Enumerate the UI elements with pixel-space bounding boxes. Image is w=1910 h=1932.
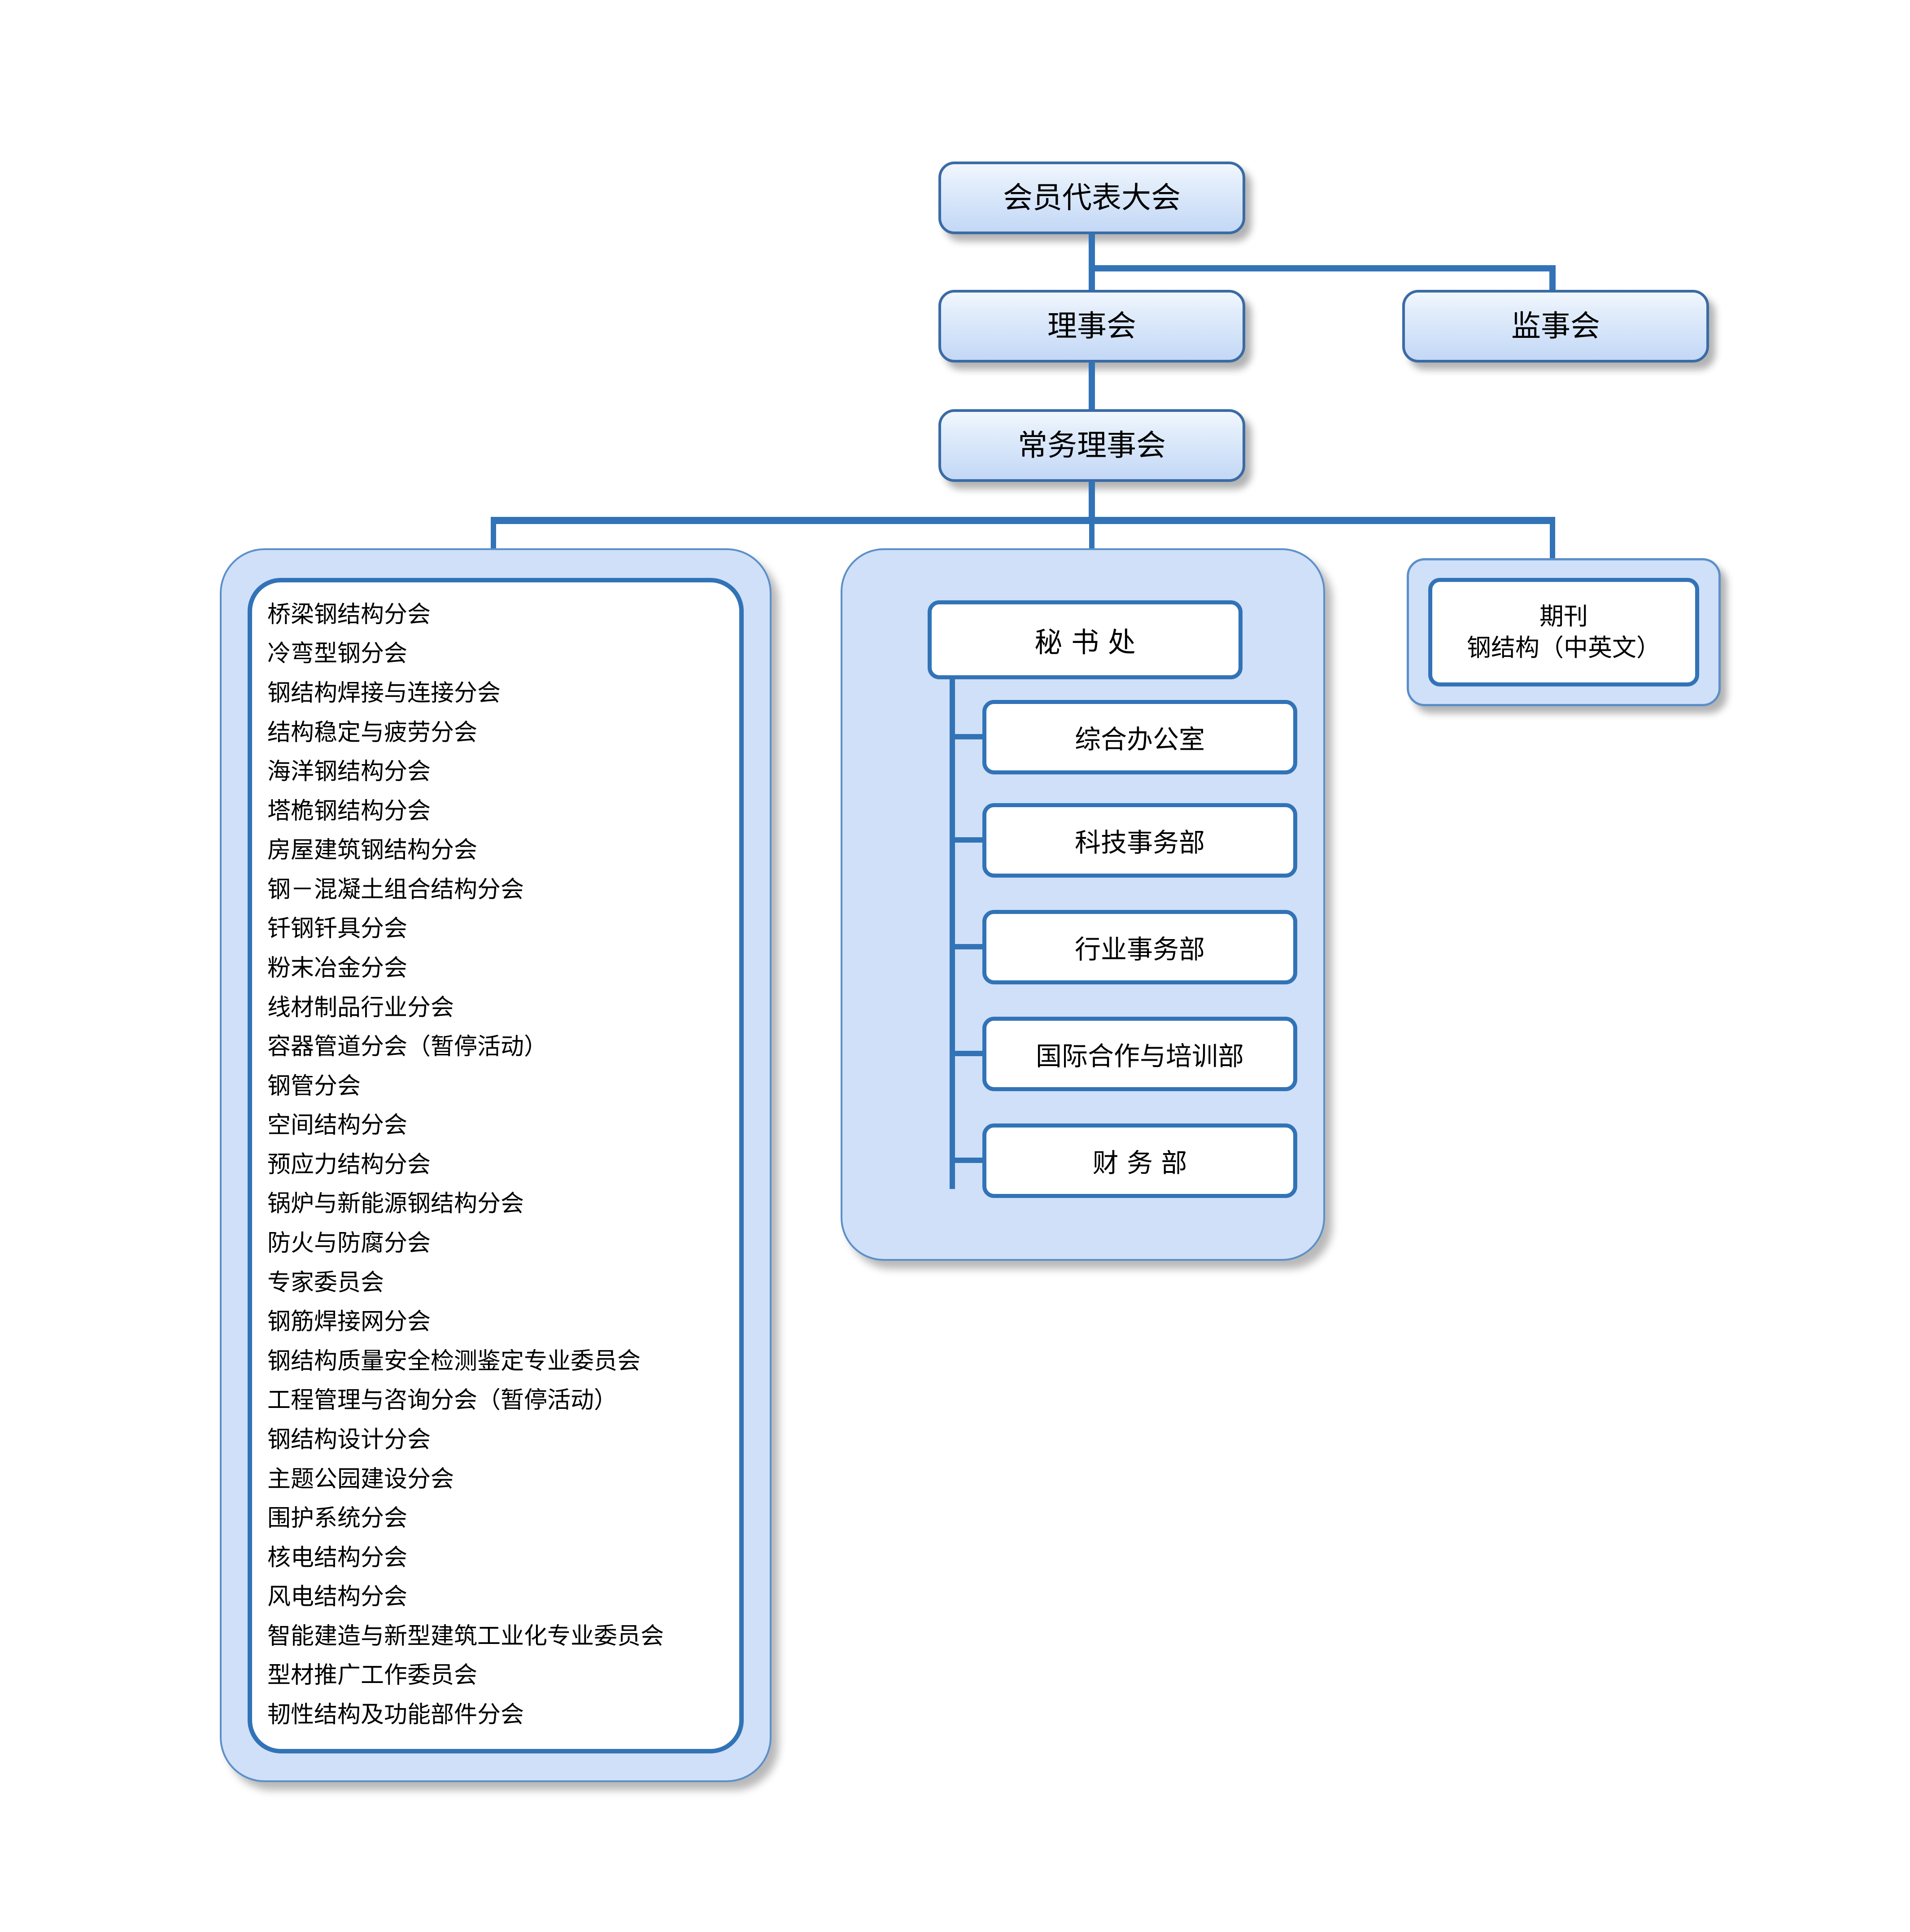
- box-department-0[interactable]: 综合办公室: [982, 700, 1297, 774]
- journal-panel-inner[interactable]: 期刊 钢结构（中英文）: [1428, 578, 1699, 686]
- committee-item[interactable]: 防火与防腐分会: [267, 1230, 431, 1257]
- connector-assembly-bar: [1089, 265, 1556, 271]
- committee-item[interactable]: 空间结构分会: [267, 1112, 408, 1139]
- committee-item[interactable]: 钢－混凝土组合结构分会: [267, 876, 524, 903]
- journal-line-1: 期刊: [1539, 602, 1588, 630]
- box-council[interactable]: 理事会: [938, 290, 1245, 363]
- box-member-assembly[interactable]: 会员代表大会: [938, 162, 1245, 234]
- committee-item[interactable]: 钢结构焊接与连接分会: [267, 679, 501, 707]
- connector-council-to-standing: [1089, 362, 1095, 411]
- journal-line-2: 钢结构（中英文）: [1467, 634, 1661, 662]
- committee-item[interactable]: 塔桅钢结构分会: [267, 797, 431, 825]
- box-department-4[interactable]: 财 务 部: [982, 1123, 1297, 1198]
- box-department-3[interactable]: 国际合作与培训部: [982, 1017, 1297, 1091]
- committee-item[interactable]: 韧性结构及功能部件分会: [267, 1701, 524, 1728]
- committee-item[interactable]: 钢结构质量安全检测鉴定专业委员会: [267, 1347, 641, 1375]
- committee-item[interactable]: 结构稳定与疲劳分会: [267, 719, 478, 746]
- committee-item[interactable]: 桥梁钢结构分会: [267, 601, 431, 628]
- committee-item[interactable]: 工程管理与咨询分会（暂停活动）: [267, 1387, 618, 1414]
- committee-item[interactable]: 冷弯型钢分会: [267, 640, 408, 668]
- committee-item[interactable]: 钢结构设计分会: [267, 1426, 431, 1453]
- connector-to-council: [1089, 265, 1095, 292]
- committee-item[interactable]: 主题公园建设分会: [267, 1465, 454, 1493]
- committee-item[interactable]: 钢管分会: [267, 1072, 361, 1100]
- committee-item[interactable]: 专家委员会: [267, 1269, 384, 1296]
- committees-panel-inner: [248, 578, 744, 1753]
- committees-list: 桥梁钢结构分会冷弯型钢分会钢结构焊接与连接分会结构稳定与疲劳分会海洋钢结构分会塔…: [267, 595, 734, 1735]
- committee-item[interactable]: 海洋钢结构分会: [267, 758, 431, 786]
- committee-item[interactable]: 围护系统分会: [267, 1505, 408, 1532]
- committee-item[interactable]: 核电结构分会: [267, 1544, 408, 1571]
- committee-item[interactable]: 智能建造与新型建筑工业化专业委员会: [267, 1622, 664, 1650]
- committee-item[interactable]: 房屋建筑钢结构分会: [267, 837, 478, 864]
- connector-standing-stem: [1089, 481, 1095, 521]
- box-department-1[interactable]: 科技事务部: [982, 803, 1297, 878]
- connector-secretariat-trunk: [950, 675, 955, 1189]
- committee-item[interactable]: 钎钢钎具分会: [267, 915, 408, 943]
- box-secretariat[interactable]: 秘 书 处: [928, 600, 1243, 679]
- box-department-2[interactable]: 行业事务部: [982, 910, 1297, 984]
- connector-three-way-bar: [491, 517, 1555, 524]
- committee-item[interactable]: 预应力结构分会: [267, 1151, 431, 1178]
- connector-stub-department-1: [950, 837, 985, 843]
- committee-item[interactable]: 钢筋焊接网分会: [267, 1308, 431, 1336]
- connector-stub-department-4: [950, 1158, 985, 1163]
- committee-item[interactable]: 容器管道分会（暂停活动）: [267, 1033, 548, 1061]
- box-supervisory-board[interactable]: 监事会: [1402, 290, 1709, 363]
- connector-stub-department-2: [950, 944, 985, 949]
- connector-stub-department-0: [950, 734, 985, 739]
- connector-stub-department-3: [950, 1051, 985, 1056]
- connector-to-supervisory: [1549, 265, 1556, 292]
- committee-item[interactable]: 锅炉与新能源钢结构分会: [267, 1190, 524, 1218]
- committee-item[interactable]: 线材制品行业分会: [267, 994, 454, 1021]
- committee-item[interactable]: 粉末冶金分会: [267, 954, 408, 982]
- box-standing-council[interactable]: 常务理事会: [938, 409, 1245, 482]
- committee-item[interactable]: 风电结构分会: [267, 1583, 408, 1611]
- committee-item[interactable]: 型材推广工作委员会: [267, 1662, 478, 1689]
